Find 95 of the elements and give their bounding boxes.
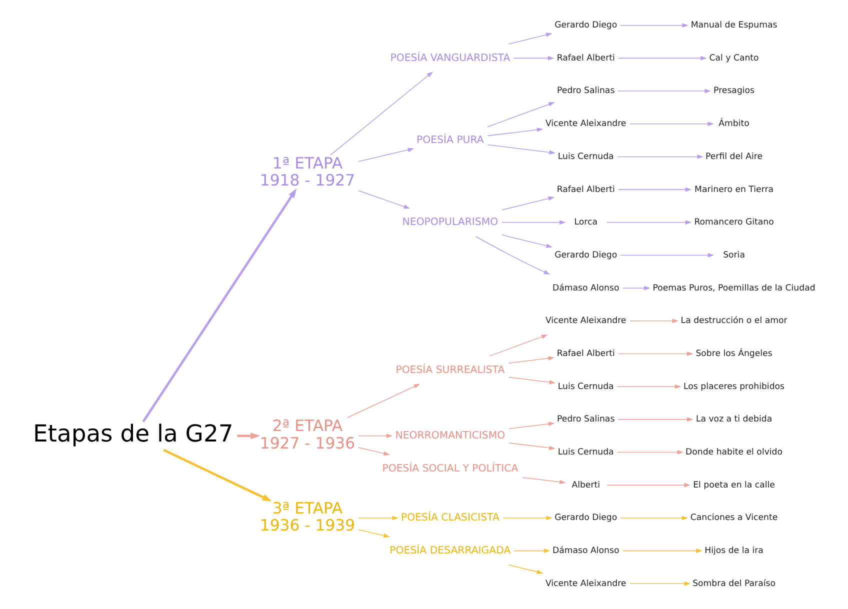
node-text: Luis Cernuda [558,152,614,162]
node-text: Alberti [572,480,600,490]
node-text: Vicente Aleixandre [545,316,626,326]
arrow [508,442,556,450]
node-text: Etapas de la G27 [32,420,234,448]
arrow [489,334,548,356]
arrow [142,188,297,422]
node-text: La destrucción o el amor [680,316,788,326]
arrow [358,148,414,162]
node-text: POESÍA SOCIAL Y POLÍTICA [382,463,518,474]
arrow [514,548,550,553]
node-text: Rafael Alberti [556,53,615,64]
node-text: Luis Cernuda [558,382,614,392]
node-text: Marinero en Tierra [694,184,774,195]
node-text: Gerardo Diego [554,250,618,260]
node-text: POESÍA CLASICISTA [400,512,500,524]
arrow [618,352,694,356]
node-text: Presagios [714,86,755,96]
arrow [487,102,555,128]
node-text: Hijos de la ira [704,546,764,556]
arrow [606,482,690,488]
node-text: Dámaso Alonso [552,546,620,556]
node-text: Manual de Espumas [690,20,778,31]
arrow [502,234,552,248]
arrow [163,448,272,502]
arrow [475,236,550,274]
node-text: Gerardo Diego [554,20,618,31]
arrow [622,286,650,290]
node-text: POESÍA DESARRAIGADA [390,545,511,556]
arrow [622,548,702,553]
node-text: POESÍA VANGUARDISTA [390,52,510,64]
node-text: Romancero Gitano [694,218,774,228]
node-text: La voz a ti debida [696,414,772,425]
arrow [617,450,684,454]
node-text: El poeta en la calle [693,480,775,490]
arrow [629,581,691,586]
node-text: Sombra del Paraíso [692,578,776,589]
arrow [508,564,544,574]
arrow [358,190,410,209]
arrow [513,56,554,60]
node-text: Luis Cernuda [558,447,614,458]
arrow [237,432,260,440]
node-text: Sobre los Ángeles [696,348,772,359]
arrow [358,447,390,456]
arrow [629,122,714,126]
arrow [606,220,692,225]
node-text: Lorca [574,218,598,228]
arrow [502,220,566,225]
node-text: Rafael Alberti [556,348,615,359]
node-text: Los placeres prohibidos [684,382,785,392]
arrow [617,154,704,159]
arrow [330,72,433,156]
node-text: Ámbito [718,119,750,130]
arrow [346,384,420,418]
arrow [618,88,711,94]
arrow [618,56,707,60]
arrow [358,529,390,538]
arrow [620,516,688,520]
node-text: Dámaso Alonso [552,283,620,294]
node-text: Donde habite el olvido [686,447,783,458]
node-text: Cal y Canto [709,53,759,64]
arrow [620,23,688,28]
arrow [508,376,556,384]
arrow [629,318,678,324]
arrow [508,356,555,364]
node-text: POESÍA PURA [416,134,484,146]
arrow [522,477,566,484]
node-text: NEORROMANTICISMO [395,430,506,442]
node-text: 2ª ETAPA 1927 - 1936 [260,416,356,452]
arrow [487,144,556,155]
arrow [508,32,552,44]
node-text: Soria [723,250,745,260]
arrow [487,128,544,136]
arrow [508,422,555,430]
node-text: Vicente Aleixandre [545,119,626,130]
arrow [618,187,692,192]
node-text: NEOPOPULARISMO [402,217,498,228]
node-text: 3ª ETAPA 1936 - 1939 [260,498,356,534]
arrow [617,384,682,389]
node-text: Perfil del Aire [706,152,763,162]
arrow [358,516,398,520]
node-text: Pedro Salinas [557,86,615,96]
node-text: Rafael Alberti [556,184,615,195]
node-text: Poemas Puros, Poemillas de la Ciudad [652,283,816,294]
node-text: Vicente Aleixandre [545,578,626,589]
arrow [358,434,393,438]
node-text: Gerardo Diego [554,513,618,524]
arrow [502,516,553,520]
node-text: Canciones a Vicente [690,513,778,524]
arrow [620,253,714,258]
node-text: Pedro Salinas [557,414,615,425]
node-text: POESÍA SURREALISTA [396,364,505,376]
node-text: 1ª ETAPA 1918 - 1927 [260,153,356,190]
arrow [502,196,554,210]
arrow [618,417,694,422]
